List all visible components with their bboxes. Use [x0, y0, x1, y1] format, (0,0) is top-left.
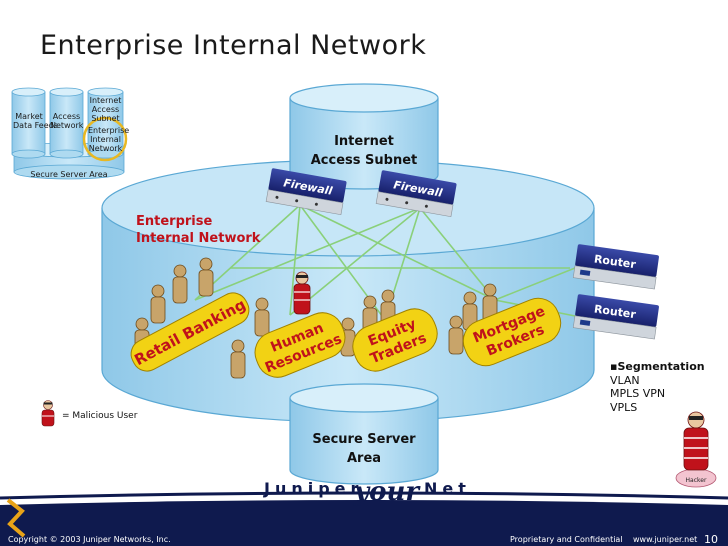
malicious-user-figures — [41, 271, 311, 427]
footer-brand-your: your — [353, 477, 421, 507]
segmentation-notes: ▪Segmentation VLAN MPLS VPN VPLS — [610, 360, 705, 414]
thumb-label-market-2: Data Feeds — [13, 121, 58, 130]
thumb-label-access: Access Network — [50, 112, 83, 130]
malicious-user-legend: = Malicious User — [62, 411, 138, 421]
thumb-highlight-circle — [82, 116, 128, 162]
footer-brand-juniper: Juniper — [263, 479, 363, 498]
thumb-cylinder-market — [11, 87, 46, 159]
juniper-swoosh-icon — [6, 498, 26, 538]
thumb-label-internet-3: Subnet — [91, 114, 120, 123]
footer-website: www.juniper.net — [633, 535, 697, 544]
thumb-label-access-2: Network — [50, 121, 84, 130]
footer-confidential: Proprietary and Confidential — [510, 535, 623, 544]
segmentation-heading: ▪Segmentation — [610, 360, 705, 373]
thumb-label-market-1: Market — [15, 112, 43, 121]
slide-title: Enterprise Internal Network — [40, 30, 427, 61]
thumb-label-internet-1: Internet — [89, 96, 122, 105]
firewall-device-1: Firewall — [265, 168, 347, 216]
enterprise-network-label-1: Enterprise — [136, 214, 213, 229]
segmentation-item-vlan: VLAN — [610, 373, 640, 387]
secure-server-label-2: Area — [346, 451, 382, 466]
router-label-1: Router — [593, 252, 637, 271]
segment-shape-4 — [462, 297, 562, 367]
secure-server-label: Secure Server Area — [290, 430, 438, 468]
enterprise-network-label-2: Internal Network — [136, 231, 261, 246]
hacker-label: Hacker — [686, 477, 707, 484]
thumb-label-enterprise-2: Internal — [90, 135, 121, 144]
secure-server-label-1: Secure Server — [312, 432, 416, 447]
firewall-device-2: Firewall — [375, 170, 457, 218]
footer-bar: Juniper your Net Copyright © 2003 Junipe… — [0, 477, 728, 546]
internet-subnet-label-2: Access Subnet — [310, 153, 418, 168]
router-label-2: Router — [593, 302, 637, 321]
thumb-cylinder-access — [49, 87, 84, 159]
thumb-label-enterprise-1: Enterprise — [88, 126, 130, 135]
thumbnail-diagram — [11, 87, 128, 180]
segmentation-heading-text: Segmentation — [617, 360, 705, 373]
hacker-figure: Hacker — [675, 411, 717, 488]
page-number: 10 — [704, 533, 718, 546]
segment-shape-2 — [254, 312, 346, 378]
thumb-label-enterprise: Enterprise Internal Network — [88, 126, 130, 153]
router-device-1: Router — [572, 244, 659, 290]
footer-copyright: Copyright © 2003 Juniper Networks, Inc. — [8, 535, 171, 544]
secure-server-cylinder — [289, 383, 439, 485]
footer-brand-net: Net — [424, 479, 471, 498]
thumb-label-enterprise-3: Network — [88, 144, 123, 153]
enterprise-cylinder — [101, 159, 595, 423]
thumb-label-internet: Internet Access Subnet — [88, 96, 123, 123]
thumb-label-internet-2: Access — [91, 105, 120, 114]
internet-subnet-label-1: Internet — [334, 134, 394, 149]
segment-shape-3 — [352, 308, 438, 372]
internet-subnet-label: Internet Access Subnet — [290, 132, 438, 170]
segmentation-item-vpls: VPLS — [610, 400, 638, 414]
segment-shape-1 — [130, 292, 250, 372]
segmentation-item-mpls-vpn: MPLS VPN — [610, 387, 666, 400]
thumb-label-market: Market Data Feeds — [13, 112, 58, 130]
thumb-label-access-1: Access — [52, 112, 81, 121]
router-device-2: Router — [572, 294, 659, 340]
enterprise-network-label: Enterprise Internal Network — [136, 213, 260, 247]
thumb-label-secure: Secure Server Area — [30, 170, 108, 179]
